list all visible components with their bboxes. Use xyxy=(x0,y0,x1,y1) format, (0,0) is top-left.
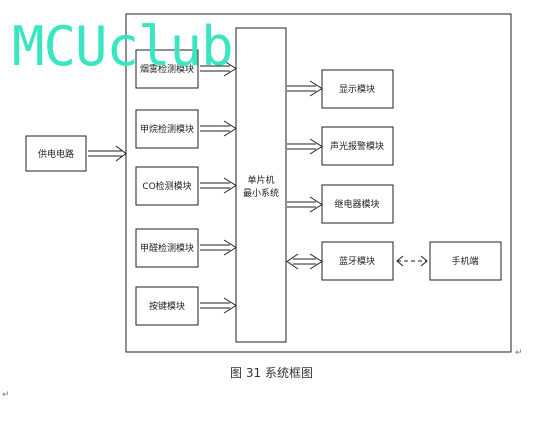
node-phone: 手机端 xyxy=(429,241,502,281)
arrow-power-to-system xyxy=(88,145,127,162)
node-display: 显示模块 xyxy=(321,69,394,109)
arrow-mcu-to-alarm xyxy=(287,138,323,155)
arrow-formaldehyde-to-mcu xyxy=(200,239,237,256)
node-mcu: 单片机 最小系统 xyxy=(235,27,287,343)
node-methane-sensor-label: 甲烷检测模块 xyxy=(140,123,194,135)
paragraph-mark-2: ↵ xyxy=(2,390,10,400)
node-mcu-label-line2: 最小系统 xyxy=(243,187,279,199)
node-relay: 继电器模块 xyxy=(321,184,394,224)
node-relay-label: 继电器模块 xyxy=(334,198,379,210)
node-smoke-sensor: 烟雾检测模块 xyxy=(135,49,199,89)
node-co-sensor: CO检测模块 xyxy=(135,166,199,206)
node-alarm-label: 声光报警模块 xyxy=(330,140,384,152)
node-bluetooth-label: 蓝牙模块 xyxy=(339,255,375,267)
node-methane-sensor: 甲烷检测模块 xyxy=(135,109,199,149)
arrow-smoke-to-mcu xyxy=(200,60,237,77)
arrow-methane-to-mcu xyxy=(200,120,237,137)
node-power-supply-label: 供电电路 xyxy=(38,148,74,160)
node-keys: 按键模块 xyxy=(135,286,199,326)
arrow-mcu-bluetooth-bidirectional xyxy=(286,253,323,270)
link-bluetooth-phone-wireless xyxy=(396,255,428,267)
node-alarm: 声光报警模块 xyxy=(321,126,394,166)
node-co-sensor-label: CO检测模块 xyxy=(142,180,191,192)
node-mcu-label-line1: 单片机 xyxy=(247,174,274,186)
node-bluetooth: 蓝牙模块 xyxy=(321,241,394,281)
arrow-mcu-to-display xyxy=(287,80,323,97)
node-smoke-sensor-label: 烟雾检测模块 xyxy=(140,63,194,75)
arrow-mcu-to-relay xyxy=(287,196,323,213)
figure-caption: 图 31 系统框图 xyxy=(230,366,313,380)
arrow-co-to-mcu xyxy=(200,177,237,194)
node-power-supply: 供电电路 xyxy=(25,135,87,172)
outer-frame xyxy=(125,13,512,353)
node-formaldehyde-sensor-label: 甲醛检测模块 xyxy=(140,242,194,254)
paragraph-mark-1: ↵ xyxy=(515,348,523,358)
node-formaldehyde-sensor: 甲醛检测模块 xyxy=(135,228,199,268)
node-display-label: 显示模块 xyxy=(339,83,375,95)
node-phone-label: 手机端 xyxy=(451,255,478,267)
mcuclub-watermark: MCUclub xyxy=(12,15,234,78)
node-keys-label: 按键模块 xyxy=(149,300,185,312)
arrow-keys-to-mcu xyxy=(200,297,237,314)
